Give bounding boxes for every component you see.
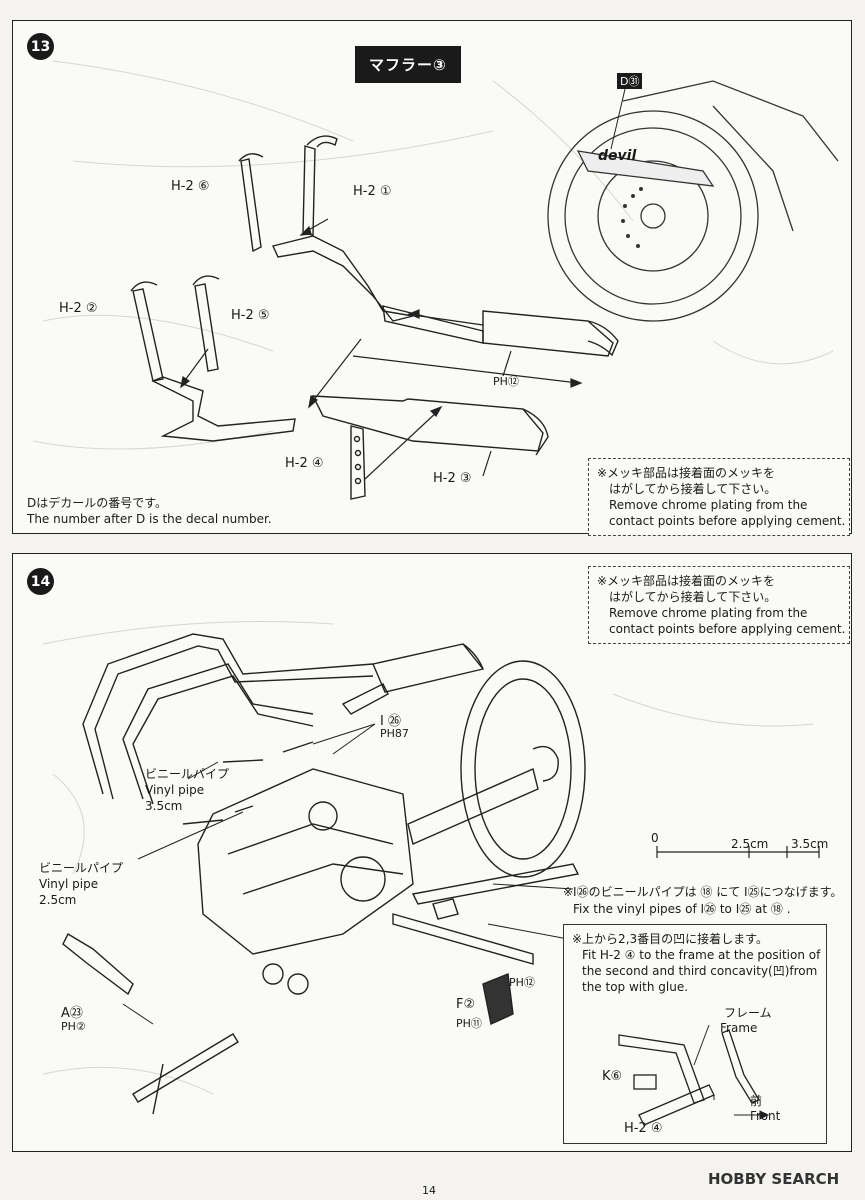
paint-ref-ph12: PH⑫ <box>493 375 519 388</box>
vinyl-connect-note-en: Fix the vinyl pipes of I㉖ to I㉕ at ⑱ . <box>573 902 791 916</box>
step-number-badge: 14 <box>27 568 54 595</box>
fit-note-en-line3: the top with glue. <box>582 980 689 994</box>
front-label-en: Front <box>750 1109 781 1123</box>
muffler-assembly-drawing <box>32 60 839 500</box>
step-13-panel: 13 マフラー③ D㉛ devil H-2 ⑥ H-2 ① H-2 ② H-2 … <box>12 20 852 536</box>
paint-ref-ph12: PH⑫ <box>509 976 535 989</box>
part-label-h2-4: H-2 ④ <box>285 456 324 471</box>
part-label-h2-4: H-2 ④ <box>624 1121 663 1136</box>
part-label-h2-5: H-2 ⑤ <box>231 308 270 323</box>
paint-ref-ph11: PH⑪ <box>456 1017 482 1030</box>
fit-note-en-line1: Fit H-2 ④ to the frame at the position o… <box>582 948 821 962</box>
frame-fit-detail-drawing <box>618 1024 770 1126</box>
vinyl-pipe-1-jp: ビニールパイプ <box>145 767 230 781</box>
chrome-note-jp-line1: ※メッキ部品は接着面のメッキを <box>597 574 776 588</box>
scale-label-2-5cm: 2.5cm <box>731 837 769 851</box>
hobby-search-watermark: HOBBY SEARCH <box>708 1170 840 1188</box>
decal-note-en: The number after D is the decal number. <box>27 512 272 526</box>
chrome-note-jp-line1: ※メッキ部品は接着面のメッキを <box>597 466 776 480</box>
vinyl-pipe-2-en: Vinyl pipe <box>39 877 99 891</box>
fit-note-en-line2: the second and third concavity(凹)from <box>582 964 818 978</box>
chrome-note-en-line2: contact points before applying cement. <box>609 514 846 528</box>
frame-label-en: Frame <box>720 1021 758 1035</box>
part-label-h2-1: H-2 ① <box>353 184 392 199</box>
chrome-note-jp-line2: はがしてから接着して下さい。 <box>609 482 777 496</box>
paint-ref-ph87: PH87 <box>380 727 409 740</box>
part-label-a23: A㉓ <box>61 1006 83 1021</box>
part-label-i26: I ㉖ <box>380 714 401 729</box>
chrome-note-jp-line2: はがしてから接着して下さい。 <box>609 590 777 604</box>
step-title: マフラー③ <box>355 46 461 83</box>
chrome-plating-note: ※メッキ部品は接着面のメッキを はがしてから接着して下さい。 Remove ch… <box>588 458 850 536</box>
part-label-h2-3: H-2 ③ <box>433 471 472 486</box>
step-14-panel: 14 ※メッキ部品は接着面のメッキを はがしてから接着して下さい。 Remove… <box>12 553 852 1152</box>
chrome-note-en-line1: Remove chrome plating from the <box>609 498 808 512</box>
part-label-h2-2: H-2 ② <box>59 301 98 316</box>
part-label-f2: F② <box>456 997 476 1012</box>
vinyl-pipe-2-length: 2.5cm <box>39 893 77 907</box>
front-label-jp: 前 <box>750 1094 763 1108</box>
part-label-k6: K⑥ <box>602 1069 623 1084</box>
page-number: 14 <box>422 1184 436 1197</box>
part-label-h2-6: H-2 ⑥ <box>171 179 210 194</box>
vinyl-pipe-2-jp: ビニールパイプ <box>39 861 124 875</box>
scale-label-0: 0 <box>651 831 659 845</box>
fit-note-jp: ※上から2,3番目の凹に接着します。 <box>572 932 768 946</box>
step-number-badge: 13 <box>27 33 54 60</box>
vinyl-pipe-1-length: 3.5cm <box>145 799 183 813</box>
frame-fit-detail-inset: ※上から2,3番目の凹に接着します。 Fit H-2 ④ to the fram… <box>563 924 827 1144</box>
chrome-note-en-line1: Remove chrome plating from the <box>609 606 808 620</box>
devil-decal-logo: devil <box>598 148 637 164</box>
frame-label-jp: フレーム <box>724 1006 772 1020</box>
paint-ref-ph2: PH② <box>61 1020 86 1033</box>
decal-callout: D㉛ <box>617 73 643 89</box>
vinyl-pipe-1-en: Vinyl pipe <box>145 783 205 797</box>
vinyl-connect-note-jp: ※I㉖のビニールパイプは ⑱ にて I㉕につなげます。 <box>563 885 843 899</box>
chrome-plating-note: ※メッキ部品は接着面のメッキを はがしてから接着して下さい。 Remove ch… <box>588 566 850 644</box>
chrome-note-en-line2: contact points before applying cement. <box>609 622 846 636</box>
scale-label-3-5cm: 3.5cm <box>791 837 829 851</box>
decal-note-jp: Dはデカールの番号です。 <box>27 496 168 510</box>
